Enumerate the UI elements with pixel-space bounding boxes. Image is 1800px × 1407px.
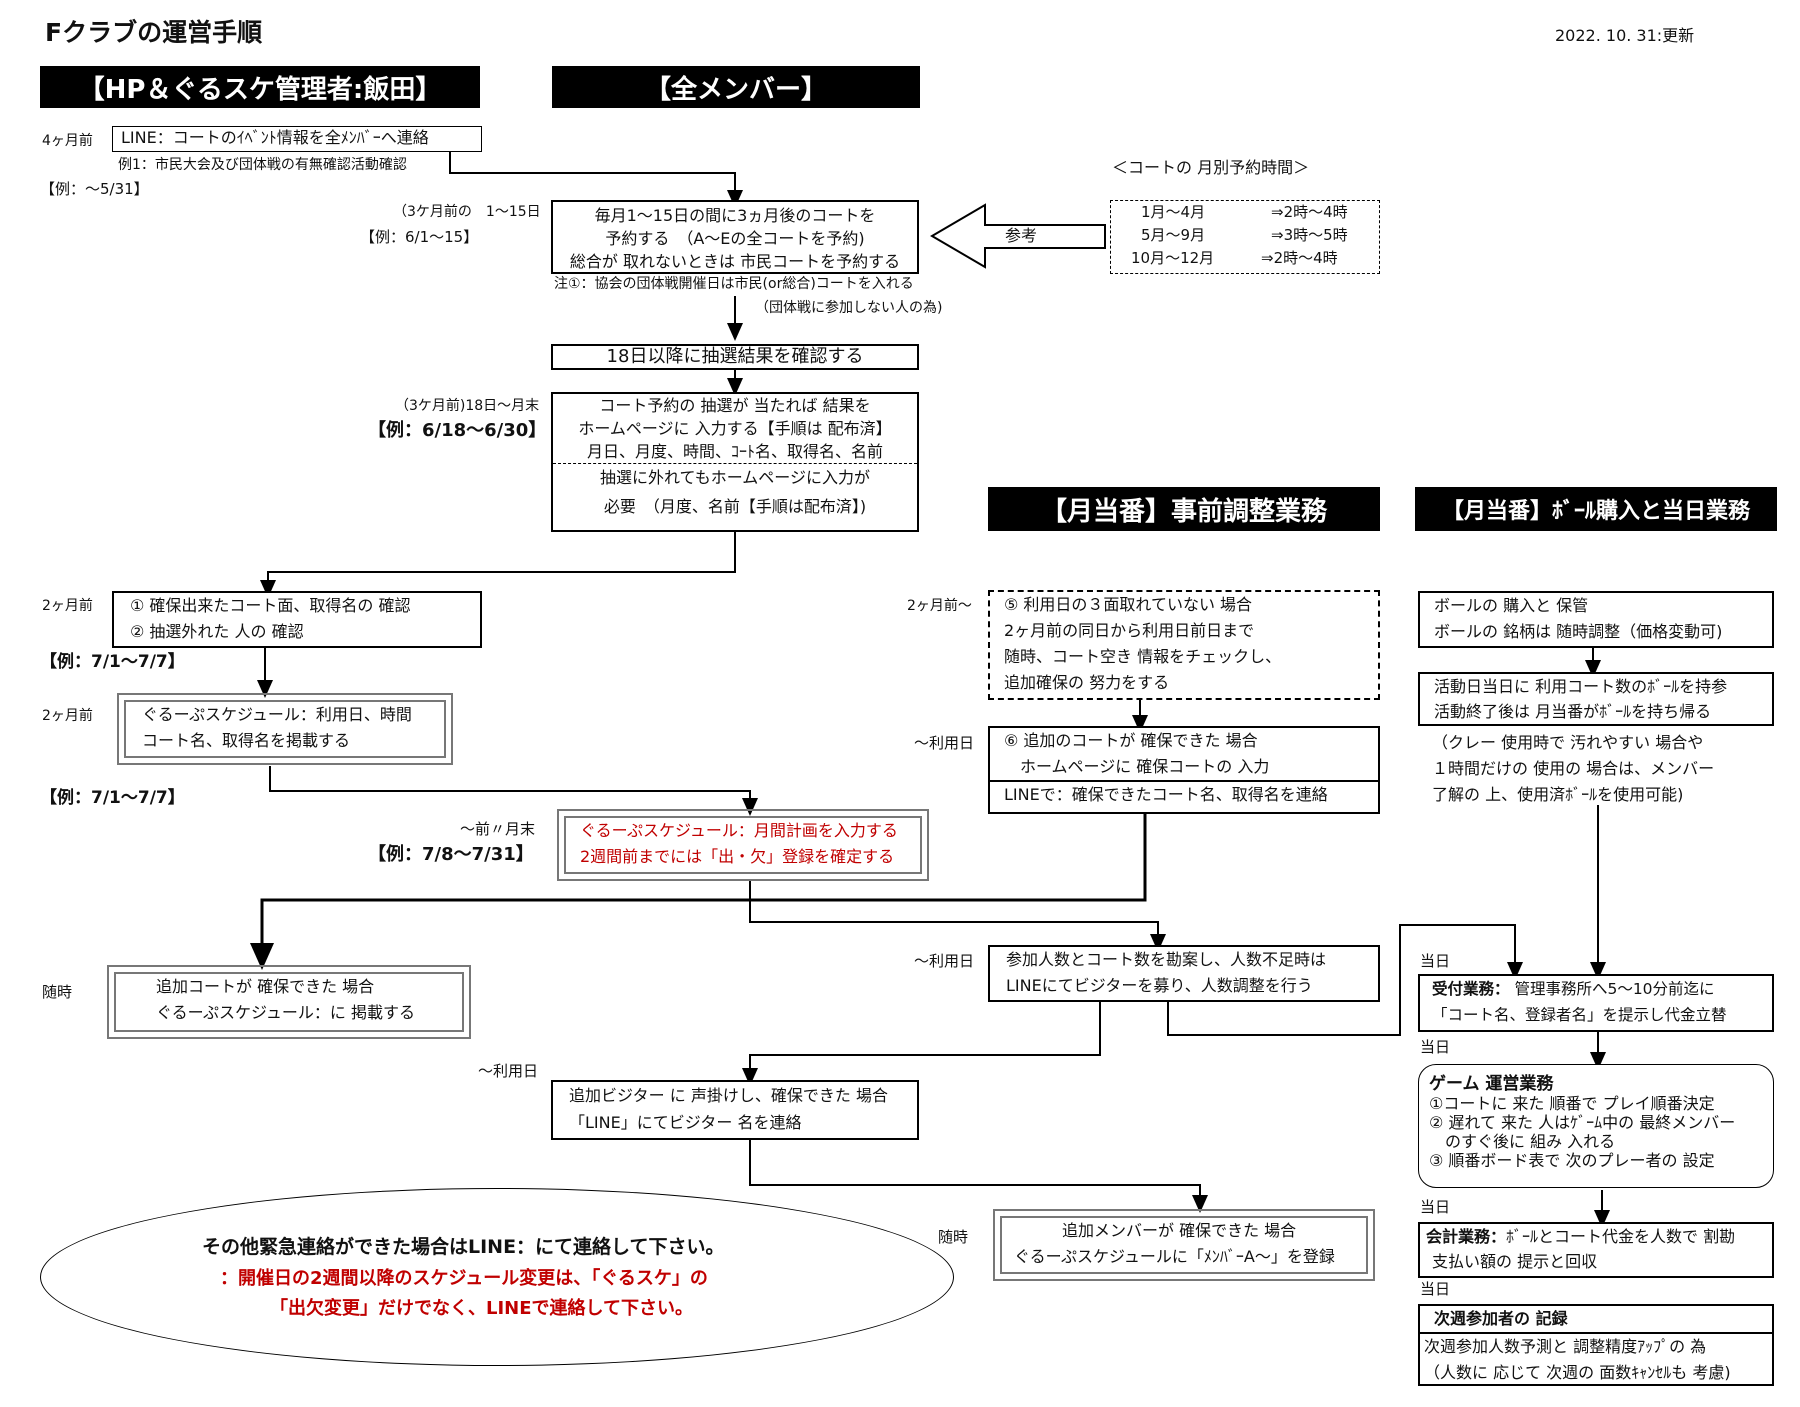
label-until-use-day: ～利用日 bbox=[478, 1062, 539, 1080]
label-pre-anytime: 随時 bbox=[938, 1228, 969, 1246]
visitor-box: 追加ビジター に 声掛けし、確保できた 場合 「LINE」にてビジター 名を連絡 bbox=[551, 1080, 919, 1140]
confirm-box: ① 確保出来たコート面、取得名の 確認 ② 抽選外れた 人の 確認 bbox=[112, 591, 482, 648]
accounting-box: 会計業務：ﾎﾞｰﾙとコート代金を人数で 割勘 支払い額の 提示と回収 bbox=[1418, 1222, 1774, 1278]
label-2m-a: 2ヶ月前 bbox=[42, 598, 93, 614]
participants-box: 参加人数とコート数を勘案し、人数不足時は LINEにてビジターを募り、人数調整を… bbox=[988, 945, 1380, 1002]
label-pre-until-2: ～利用日 bbox=[914, 952, 975, 970]
label-anytime: 随時 bbox=[42, 983, 73, 1001]
updated-date: 2022. 10. 31:更新 bbox=[1555, 26, 1695, 45]
reserve-box: 毎月1～15日の間に3ヵ月後のコートを 予約する （A～Eの全コートを予約) 総… bbox=[551, 200, 919, 274]
reference-arrow bbox=[930, 203, 1106, 269]
lottery-check-box: 18日以降に抽選結果を確認する bbox=[551, 344, 919, 370]
label-prev-month-end: ～前〃月末 bbox=[460, 820, 536, 838]
header-monthly-pre: 【月当番】事前調整業務 bbox=[988, 487, 1380, 531]
ball-purchase-box: ボールの 購入と 保管 ボールの 銘柄は 随時調整（価格変動可) bbox=[1418, 591, 1774, 648]
note-1: 注①：協会の団体戦開催日は市民(or総合)コートを入れる bbox=[554, 276, 914, 292]
note-1b: （団体戦に参加しない人の為) bbox=[755, 300, 943, 316]
arrow-line-to-reserve bbox=[449, 146, 743, 208]
next-week-box: 次週参加者の 記録 次週参加人数予測と 調整精度ｱｯﾌﾟの 為 （人数に 応じて… bbox=[1418, 1304, 1774, 1386]
example-531: 【例：～5/31】 bbox=[40, 180, 149, 198]
ball-bring-box: 活動日当日に 利用コート数のﾎﾞｰﾙを持参 活動終了後は 月当番がﾎﾞｰﾙを持ち… bbox=[1418, 672, 1774, 726]
label-3m-18toend: （3ケ月前)18日～月末 bbox=[395, 398, 540, 414]
example-61to15: 【例：6/1～15】 bbox=[360, 228, 479, 246]
label-3m-1to15: （3ケ月前の 1～15日 bbox=[393, 204, 541, 220]
header-all-members: 【全メンバー】 bbox=[552, 66, 920, 108]
gurusuke-post-box: ぐるーぷスケジュール：利用日、時間 コート名、取得名を掲載する bbox=[117, 693, 453, 765]
clay-note: （クレー 使用時で 汚れやすい 場合や １時間だけの 使用の 場合は、メンバー … bbox=[1432, 733, 1715, 804]
example-71to77-a: 【例：7/1～7/7】 bbox=[40, 652, 185, 672]
label-pre-until: ～利用日 bbox=[914, 734, 975, 752]
reception-box: 受付業務： 管理事務所へ5～10分前迄に 「コート名、登録者名」を提示し代金立替 bbox=[1418, 974, 1774, 1032]
gurusuke-plan-box: ぐるーぷスケジュール：月間計画を入力する 2週間前までには「出・欠」登録を確定す… bbox=[557, 809, 929, 881]
label-day-1: 当日 bbox=[1420, 952, 1451, 970]
label-pre-2m: 2ヶ月前～ bbox=[907, 598, 972, 614]
emergency-line-2: ：開催日の2週間以降のスケジュール変更は、「ぐるスケ」の bbox=[220, 1268, 708, 1289]
line-event-box: LINE：コートのｲﾍﾞﾝﾄ情報を全ﾒﾝﾊﾞｰへ連絡 bbox=[112, 126, 482, 152]
example-71to77-b: 【例：7/1～7/7】 bbox=[40, 788, 185, 808]
label-day-2: 当日 bbox=[1420, 1038, 1451, 1056]
lottery-result-box: コート予約の 抽選が 当たれば 結果を ホームページに 入力する【手順は 配布済… bbox=[551, 392, 919, 532]
example-618to630: 【例：6/18～6/30】 bbox=[368, 420, 547, 441]
game-box: ゲーム 運営業務 ①コートに 来た 順番で プレイ順番決定 ② 遅れて 来た 人… bbox=[1418, 1064, 1774, 1188]
emergency-line-3: 「出欠変更」だけでなく、LINEで連絡して下さい。 bbox=[270, 1298, 693, 1319]
extra-member-box: 追加メンバーが 確保できた 場合 ぐるーぷスケジュールに「ﾒﾝﾊﾞｰA～」を登録 bbox=[993, 1209, 1375, 1281]
example-78to731: 【例：7/8～7/31】 bbox=[368, 844, 534, 865]
label-day-3: 当日 bbox=[1420, 1198, 1451, 1216]
pre-five-box: ⑤ 利用日の３面取れていない 場合 2ヶ月前の同日から利用日前日まで 随時、コー… bbox=[988, 590, 1380, 700]
page-title: Fクラブの運営手順 bbox=[45, 18, 263, 47]
extra-court-box: 追加コートが 確保できた 場合 ぐるーぷスケジュール：に 掲載する bbox=[107, 965, 471, 1039]
monthly-schedule-title: ＜コートの 月別予約時間＞ bbox=[1112, 158, 1310, 177]
monthly-schedule-box: 1月～4月⇒2時～4時 5月～9月⇒3時～5時 10月～12月⇒2時～4時 bbox=[1110, 200, 1380, 274]
pre-six-box: ⑥ 追加のコートが 確保できた 場合 ホームページに 確保コートの 入力 LIN… bbox=[988, 726, 1380, 814]
example-1-note: 例1：市民大会及び団体戦の有無確認活動確認 bbox=[118, 157, 407, 173]
header-admin: 【HP＆ぐるスケ管理者:飯田】 bbox=[40, 66, 480, 108]
label-day-4: 当日 bbox=[1420, 1280, 1451, 1298]
emergency-ellipse bbox=[40, 1188, 954, 1366]
reference-label: 参考 bbox=[1005, 226, 1038, 245]
label-2m-b: 2ヶ月前 bbox=[42, 708, 93, 724]
emergency-line-1: その他緊急連絡ができた場合はLINE：にて連絡して下さい。 bbox=[202, 1236, 725, 1258]
header-monthly-ball: 【月当番】ﾎﾞｰﾙ購入と当日業務 bbox=[1415, 487, 1777, 531]
label-4-months: 4ヶ月前 bbox=[42, 133, 93, 149]
